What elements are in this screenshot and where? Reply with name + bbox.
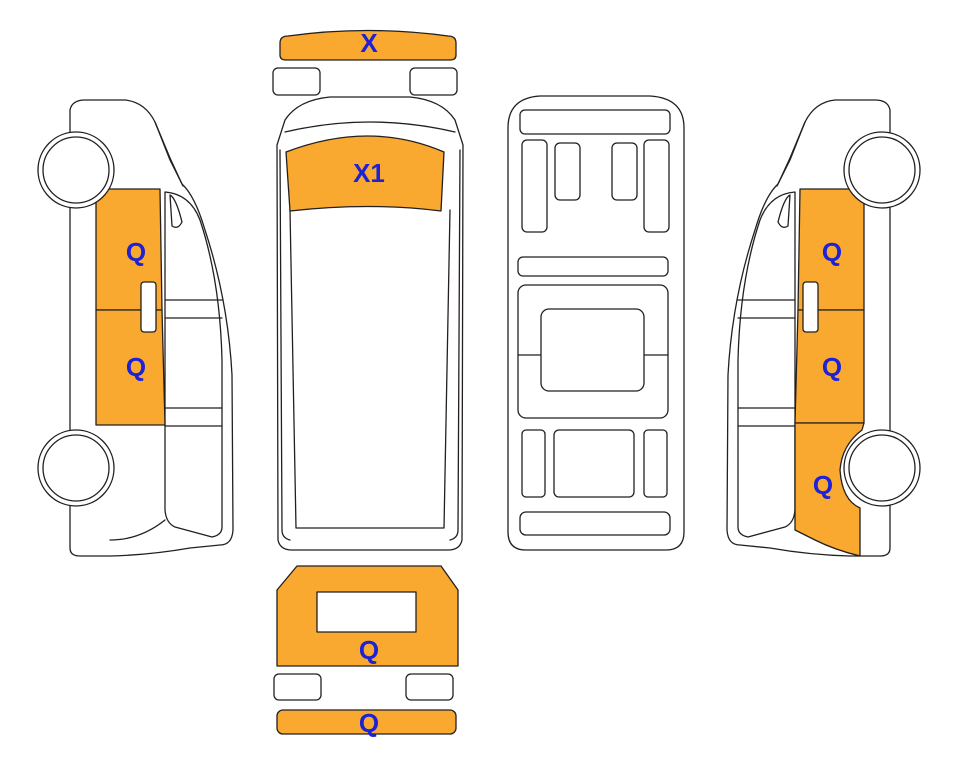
right-rear-wheel bbox=[843, 429, 921, 507]
right-rear-quarter-zone[interactable] bbox=[794, 422, 865, 557]
right-side-view: Q Q Q bbox=[726, 99, 921, 557]
windshield-label: X1 bbox=[353, 158, 385, 188]
left-sliding-door-label: Q bbox=[126, 352, 146, 382]
rear-right-light bbox=[405, 673, 454, 701]
rear-bumper-zone[interactable] bbox=[276, 709, 457, 735]
left-front-wheel bbox=[37, 131, 115, 209]
rear-doors-label: Q bbox=[359, 635, 379, 665]
rear-bumper-label: Q bbox=[359, 708, 379, 738]
front-bumper-label: X bbox=[360, 28, 378, 58]
left-door-handle bbox=[140, 281, 157, 333]
left-front-door-label: Q bbox=[126, 237, 146, 267]
rear-window bbox=[316, 591, 417, 633]
front-bumper-group[interactable]: X bbox=[279, 28, 457, 61]
rear-bumper-group[interactable]: Q bbox=[276, 708, 457, 738]
left-side-view: Q Q bbox=[37, 99, 234, 557]
left-rear-wheel bbox=[37, 429, 115, 507]
right-front-door-label: Q bbox=[822, 237, 842, 267]
underside-view bbox=[507, 95, 685, 551]
front-bumper-zone[interactable] bbox=[279, 29, 457, 61]
top-view: X1 bbox=[276, 96, 464, 551]
right-rear-quarter-label: Q bbox=[813, 470, 833, 500]
windshield-zone[interactable] bbox=[285, 135, 445, 212]
left-sliding-door-zone[interactable] bbox=[95, 309, 166, 426]
rear-left-light bbox=[273, 673, 322, 701]
right-front-wheel bbox=[843, 131, 921, 209]
rear-doors-group[interactable]: Q bbox=[276, 565, 459, 667]
right-door-handle bbox=[802, 281, 819, 333]
front-left-headlight bbox=[272, 67, 321, 96]
right-sliding-door-label: Q bbox=[822, 352, 842, 382]
front-right-headlight bbox=[409, 67, 458, 96]
